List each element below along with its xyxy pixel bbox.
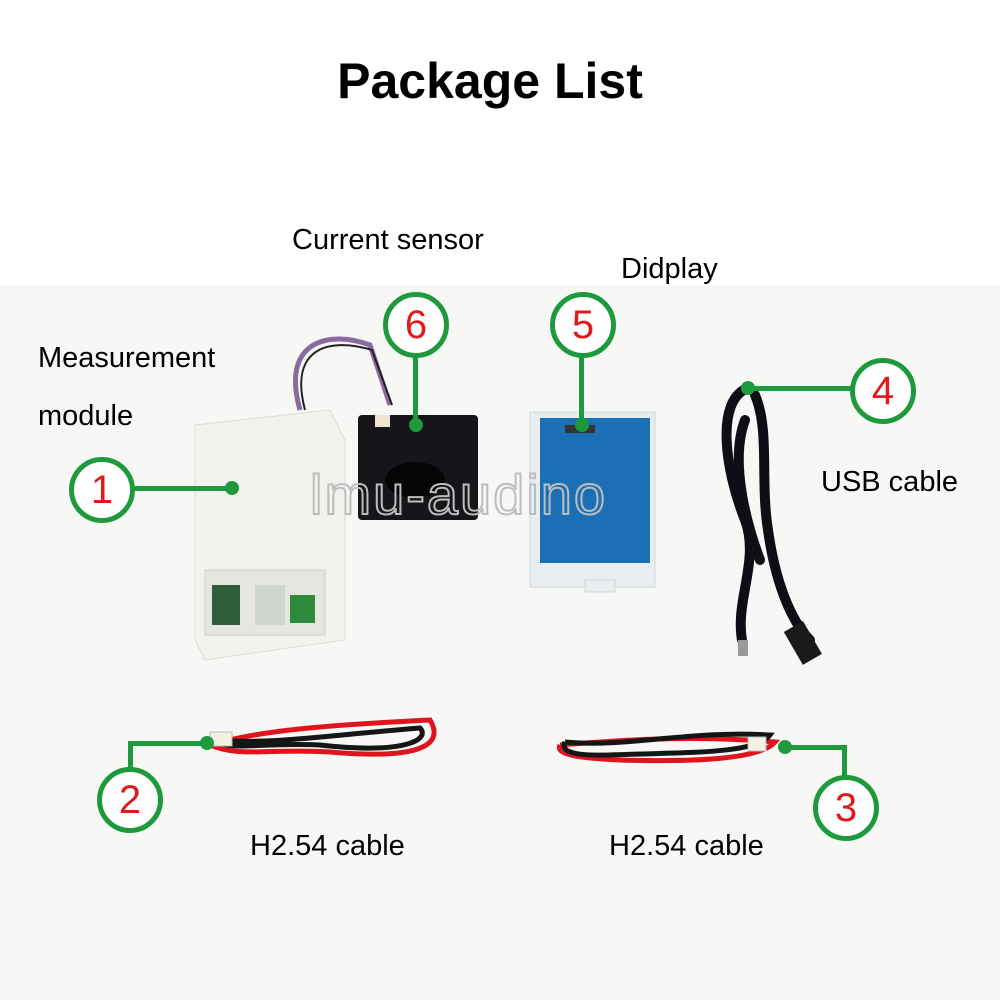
measurement-module-label-line2: module	[38, 400, 134, 432]
current-sensor-label: Current sensor	[292, 224, 484, 256]
callout-6-badge: 6	[383, 292, 449, 358]
callout-5-leader-line	[579, 355, 584, 425]
callout-2-leader-line-vertical	[128, 741, 133, 771]
callout-6-anchor-dot	[409, 418, 423, 432]
product-photo-background	[0, 285, 1000, 1000]
callout-1-leader-line	[130, 486, 232, 491]
callout-2-anchor-dot	[200, 736, 214, 750]
h254-cable-right-label: H2.54 cable	[609, 830, 764, 862]
page-title: Package List	[337, 53, 643, 109]
usb-cable-image	[721, 383, 822, 665]
callout-3-badge: 3	[813, 775, 879, 841]
display-label: Didplay	[621, 253, 718, 285]
callout-4-leader-line	[748, 386, 853, 391]
usb-cable-label: USB cable	[821, 466, 959, 498]
watermark-text: lmu-audino	[309, 462, 608, 527]
callout-3-leader-line-horizontal	[785, 745, 847, 750]
measurement-module-image	[194, 336, 393, 661]
callout-3-leader-line-vertical	[842, 745, 847, 780]
callout-1-anchor-dot	[225, 481, 239, 495]
callout-6-leader-line	[413, 355, 418, 425]
current-sensor-image	[358, 415, 478, 520]
callout-4-anchor-dot	[741, 381, 755, 395]
callout-1-badge: 1	[69, 457, 135, 523]
h254-cable-right-image	[556, 731, 781, 764]
callout-4-badge: 4	[850, 358, 916, 424]
callout-2-badge: 2	[97, 767, 163, 833]
callout-5-badge: 5	[550, 292, 616, 358]
callout-2-leader-line-horizontal	[128, 741, 208, 746]
measurement-module-label-line1: Measurement	[38, 342, 216, 374]
h254-cable-left-label: H2.54 cable	[250, 830, 405, 862]
h254-cable-left-image	[209, 717, 437, 757]
callout-5-anchor-dot	[575, 418, 589, 432]
callout-3-anchor-dot	[778, 740, 792, 754]
display-image	[529, 411, 656, 593]
